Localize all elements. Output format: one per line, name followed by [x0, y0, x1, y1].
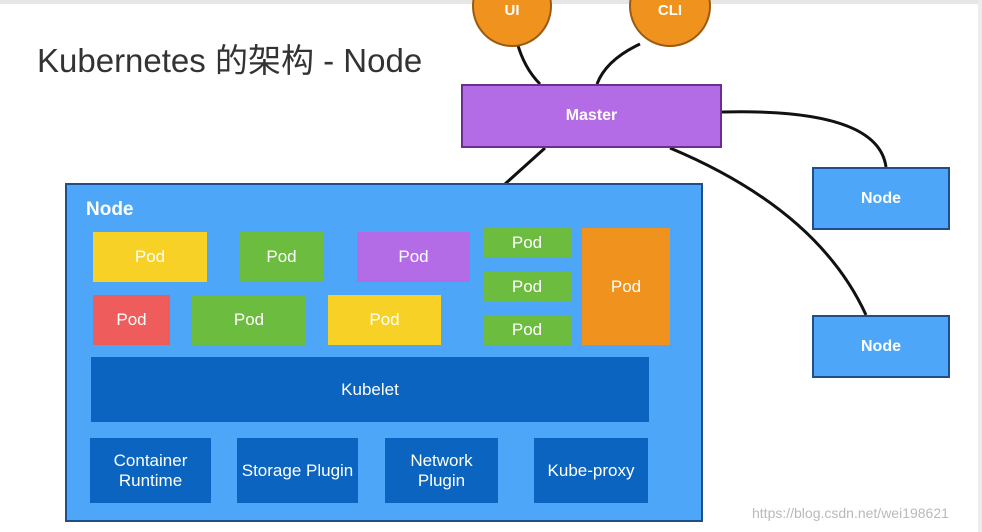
page-title: Kubernetes 的架构 - Node [37, 42, 423, 79]
pod-green-stack-2[interactable]: Pod [483, 271, 571, 302]
container-runtime-box[interactable]: Container Runtime [90, 438, 211, 503]
pod-label: Pod [266, 247, 297, 266]
connector-master-node-top [721, 110, 888, 168]
pod-red-1[interactable]: Pod [93, 295, 170, 345]
master-label: Master [565, 107, 618, 124]
pod-purple-1[interactable]: Pod [357, 232, 470, 282]
cli-client-label: CLI [657, 2, 683, 19]
pod-label: Pod [233, 310, 265, 329]
master-box[interactable]: Master [461, 84, 722, 148]
kubelet-label: Kubelet [341, 379, 399, 399]
storage-plugin-label: Storage Plugin [241, 460, 354, 480]
storage-plugin-box[interactable]: Storage Plugin [237, 438, 358, 503]
connector-master-node-main [503, 146, 547, 186]
pod-label: Pod [511, 276, 543, 296]
container-runtime-label: Container Runtime [113, 450, 188, 490]
network-plugin-label: Network Plugin [410, 450, 473, 490]
pod-label: Pod [511, 233, 543, 252]
pod-green-1[interactable]: Pod [240, 232, 323, 282]
connector-master-node-bottom [669, 146, 868, 316]
worker-node-bottom-label: Node [861, 337, 901, 355]
ui-client-label: UI [504, 2, 520, 19]
pod-label: Pod [369, 310, 400, 329]
pod-label: Pod [511, 320, 543, 339]
pod-label: Pod [398, 247, 429, 266]
pod-green-2[interactable]: Pod [192, 295, 306, 345]
kube-proxy-label: Kube-proxy [547, 460, 635, 480]
pod-orange-tall[interactable]: Pod [582, 228, 670, 345]
kubelet-box[interactable]: Kubelet [91, 357, 649, 422]
pod-label: Pod [610, 276, 642, 296]
worker-node-top[interactable]: Node [812, 167, 950, 230]
kube-proxy-box[interactable]: Kube-proxy [534, 438, 648, 503]
network-plugin-box[interactable]: Network Plugin [385, 438, 498, 503]
connector-ui-master [515, 41, 542, 86]
watermark-text: https://blog.csdn.net/wei198621 [752, 505, 949, 521]
pod-green-stack-3[interactable]: Pod [483, 315, 571, 345]
worker-node-bottom[interactable]: Node [812, 315, 950, 378]
pod-green-stack-1[interactable]: Pod [483, 228, 571, 258]
pod-label: Pod [134, 247, 166, 266]
node-label: Node [86, 199, 134, 220]
worker-node-top-label: Node [861, 189, 901, 207]
pod-yellow-2[interactable]: Pod [328, 295, 441, 345]
pod-yellow-1[interactable]: Pod [93, 232, 207, 282]
connector-cli-master [595, 42, 641, 85]
scrollbar-track [978, 0, 982, 532]
pod-label: Pod [116, 310, 147, 329]
